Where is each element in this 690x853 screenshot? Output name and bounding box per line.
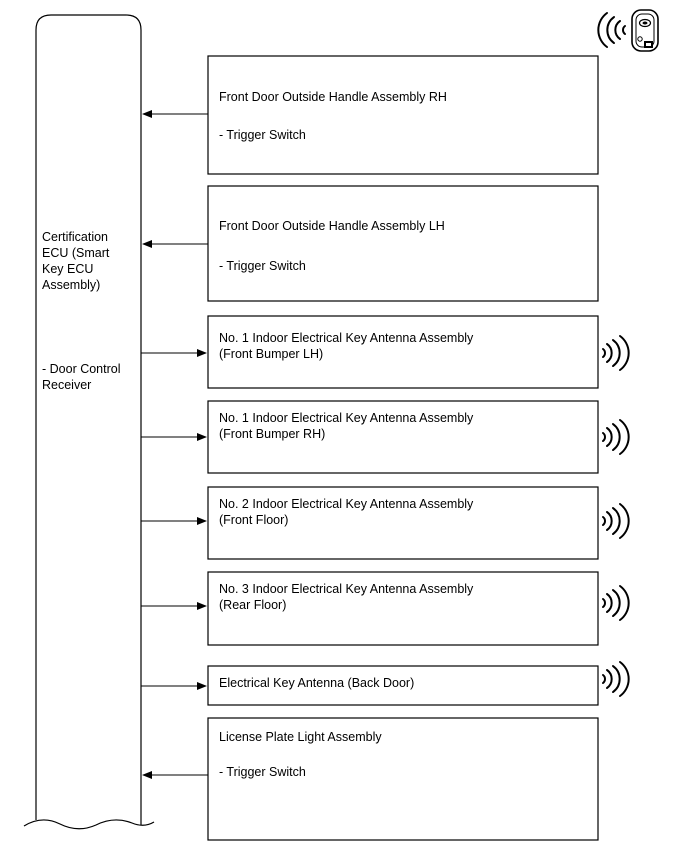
component-name: Electrical Key Antenna (Back Door) [219, 676, 415, 690]
key-fob-signal-icon [597, 12, 626, 48]
component-label-electrical-key-antenna-back-door: Electrical Key Antenna (Back Door) [219, 675, 414, 691]
component-box-front-door-handle-rh [207, 55, 599, 175]
ecu-subtitle: - Door Control Receiver [42, 361, 121, 393]
component-sublabel-front-door-handle-lh: - Trigger Switch [219, 258, 306, 274]
component-name: No. 1 Indoor Electrical Key Antenna Asse… [219, 331, 474, 345]
component-detail: - Trigger Switch [219, 765, 306, 779]
component-location: (Front Floor) [219, 513, 289, 527]
component-name: License Plate Light Assembly [219, 730, 382, 744]
component-box-no2-antenna-front-floor [207, 486, 599, 560]
component-name: Front Door Outside Handle Assembly RH [219, 90, 447, 104]
component-name: Front Door Outside Handle Assembly LH [219, 219, 445, 233]
component-label-no3-antenna-rear-floor: No. 3 Indoor Electrical Key Antenna Asse… [219, 581, 473, 613]
component-detail: - Trigger Switch [219, 128, 306, 142]
wireless-signal-icon [602, 661, 630, 697]
component-location: (Rear Floor) [219, 598, 287, 612]
component-location: (Front Bumper RH) [219, 427, 326, 441]
component-box-electrical-key-antenna-back-door [207, 665, 599, 706]
ecu-title-line: Assembly) [42, 278, 101, 292]
ecu-subtitle-line: - Door Control [42, 362, 121, 376]
component-box-no1-antenna-front-bumper-rh [207, 400, 599, 474]
wireless-signal-icon [602, 335, 630, 371]
ecu-title-line: Certification [42, 230, 108, 244]
component-box-no1-antenna-front-bumper-lh [207, 315, 599, 389]
component-detail: - Trigger Switch [219, 259, 306, 273]
component-sublabel-front-door-handle-rh: - Trigger Switch [219, 127, 306, 143]
ecu-title-line: Key ECU [42, 262, 94, 276]
component-name: No. 2 Indoor Electrical Key Antenna Asse… [219, 497, 474, 511]
ecu-title: Certification ECU (Smart Key ECU Assembl… [42, 229, 109, 293]
wireless-signal-icon [602, 419, 630, 455]
ecu-subtitle-line: Receiver [42, 378, 92, 392]
wireless-signal-icon [602, 585, 630, 621]
component-label-no2-antenna-front-floor: No. 2 Indoor Electrical Key Antenna Asse… [219, 496, 473, 528]
component-box-license-plate-light [207, 717, 599, 841]
component-label-no1-antenna-front-bumper-rh: No. 1 Indoor Electrical Key Antenna Asse… [219, 410, 473, 442]
ecu-title-line: ECU (Smart [42, 246, 110, 260]
component-box-front-door-handle-lh [207, 185, 599, 302]
component-label-no1-antenna-front-bumper-lh: No. 1 Indoor Electrical Key Antenna Asse… [219, 330, 473, 362]
component-box-no3-antenna-rear-floor [207, 571, 599, 646]
smart-key-fob-icon [631, 9, 659, 52]
component-label-front-door-handle-lh: Front Door Outside Handle Assembly LH [219, 218, 445, 234]
ecu-box [35, 14, 142, 825]
component-label-license-plate-light: License Plate Light Assembly [219, 729, 382, 745]
component-name: No. 1 Indoor Electrical Key Antenna Asse… [219, 411, 474, 425]
component-location: (Front Bumper LH) [219, 347, 324, 361]
ecu-box-break-line [23, 819, 155, 830]
component-label-front-door-handle-rh: Front Door Outside Handle Assembly RH [219, 89, 447, 105]
component-sublabel-license-plate-light: - Trigger Switch [219, 764, 306, 780]
wireless-signal-icon [602, 503, 630, 539]
component-name: No. 3 Indoor Electrical Key Antenna Asse… [219, 582, 474, 596]
